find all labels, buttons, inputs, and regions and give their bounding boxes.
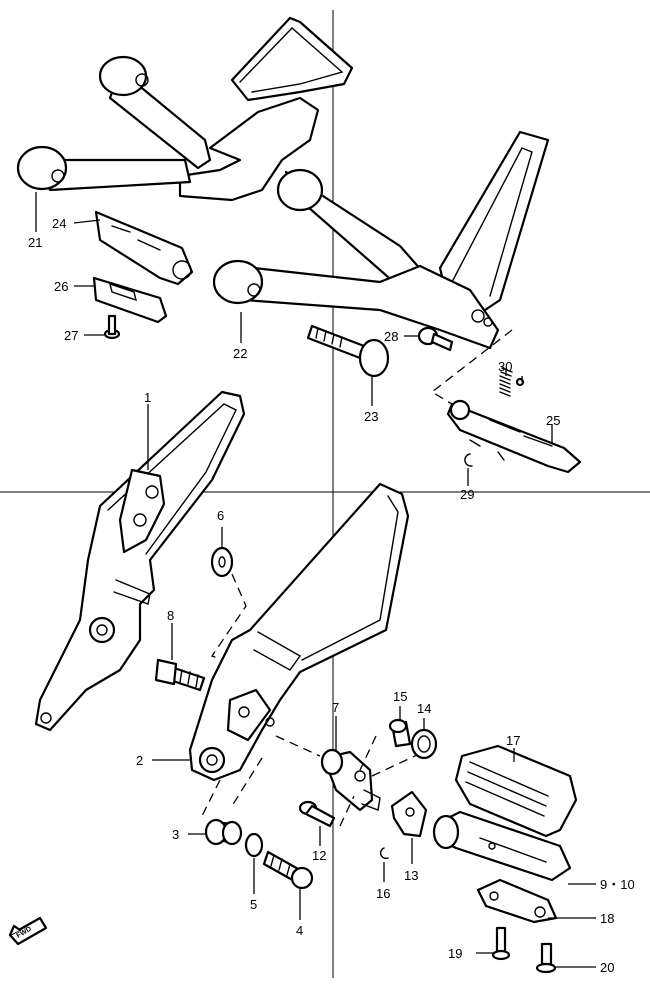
callout-1: 1	[144, 390, 151, 405]
part-17-plate	[476, 878, 558, 924]
callout-11: 12	[312, 848, 326, 863]
part-14-stopper	[388, 718, 412, 748]
callout-20: 21	[28, 235, 42, 250]
part-6-washer	[210, 546, 234, 578]
part-8-bolt	[154, 658, 206, 692]
callout-7: 7	[332, 700, 339, 715]
part-22-bolt	[306, 324, 390, 378]
part-25-footpeg-rubber	[92, 276, 168, 324]
assembly-line-27	[430, 329, 513, 405]
callout-2: 2	[136, 753, 143, 768]
callout-4: 4	[296, 923, 303, 938]
assembly-line-2	[199, 735, 321, 821]
callout-22: 23	[364, 409, 378, 424]
callout-15: 16	[376, 886, 390, 901]
callout-28: 29	[460, 487, 474, 502]
part-7-pivot	[320, 748, 381, 812]
callout-9-10: 9・10	[600, 877, 635, 892]
callout-18: 19	[448, 946, 462, 961]
part-13-spring	[410, 728, 438, 760]
callout-16: 17	[506, 733, 520, 748]
part-18-screw	[491, 926, 511, 961]
part-1-footrest-plate	[34, 390, 246, 732]
callout-25: 26	[54, 279, 68, 294]
callout-19: 20	[600, 960, 614, 975]
callout-26: 27	[64, 328, 78, 343]
callout-numbers: 21 24 26 27 22 23 28 30 25 29 1 6 8 2 3 …	[28, 216, 635, 975]
callout-14: 15	[393, 689, 407, 704]
part-5-washer	[244, 832, 264, 858]
callout-29: 30	[498, 359, 512, 374]
callout-6: 6	[217, 508, 224, 523]
assembly-line-7	[339, 735, 433, 827]
part-28-clip	[464, 453, 473, 467]
part-3-spacer	[204, 818, 243, 846]
part-16-footpeg-rubber	[454, 744, 578, 838]
part-21-rear-bracket	[212, 130, 550, 350]
part-19-screw	[535, 942, 557, 974]
leader-lines	[35, 192, 596, 968]
part-27-pin	[417, 326, 454, 352]
part-11-pin	[298, 800, 336, 828]
part-23-rear-footpeg	[94, 210, 194, 286]
part-15-clip	[379, 847, 389, 860]
callout-24: 25	[546, 413, 560, 428]
callout-27: 28	[384, 329, 398, 344]
part-24-rear-footpeg	[446, 399, 582, 474]
callout-17: 18	[600, 911, 614, 926]
callout-21: 22	[233, 346, 247, 361]
part-12-bracket	[390, 790, 428, 838]
callout-13: 14	[417, 701, 431, 716]
part-26-screw	[103, 314, 121, 340]
callout-5: 5	[250, 897, 257, 912]
part-4-bolt	[262, 850, 314, 890]
part-2-footrest-bracket	[188, 482, 410, 782]
part-20-rear-bracket	[16, 16, 354, 202]
callout-8: 8	[167, 608, 174, 623]
callout-12: 13	[404, 868, 418, 883]
part-9-10-footpeg	[432, 810, 572, 882]
callout-23: 24	[52, 216, 66, 231]
callout-3: 3	[172, 827, 179, 842]
fwd-arrow-badge: FWD	[8, 916, 48, 946]
